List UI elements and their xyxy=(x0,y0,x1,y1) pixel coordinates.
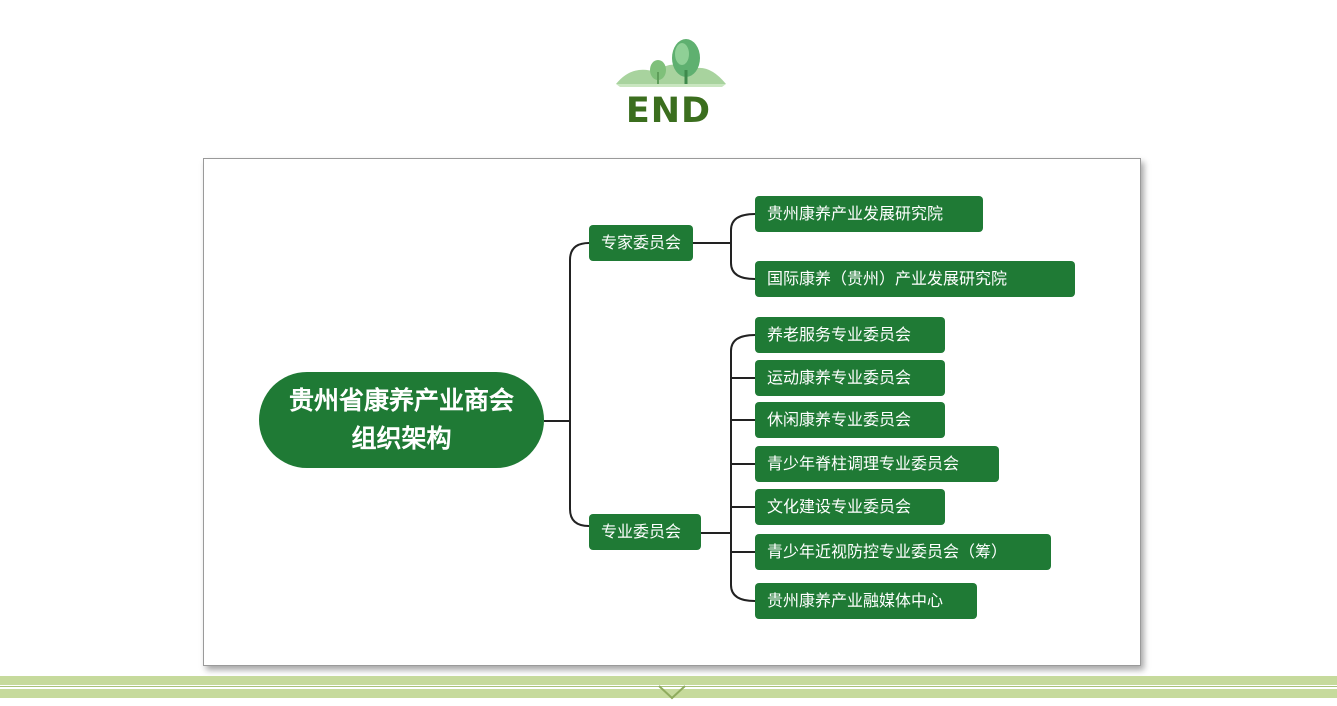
leaf-node: 休闲康养专业委员会 xyxy=(755,402,945,438)
root-line-1: 贵州省康养产业商会 xyxy=(288,386,514,415)
leaf-node: 贵州康养产业融媒体中心 xyxy=(755,583,977,619)
connector-lines xyxy=(544,213,756,602)
leaf-node: 养老服务专业委员会 xyxy=(755,317,945,353)
leaf-node: 青少年近视防控专业委员会（筹） xyxy=(755,534,1051,570)
leaf-node: 青少年脊柱调理专业委员会 xyxy=(755,446,999,482)
end-title: END xyxy=(625,91,712,131)
leaf-node: 文化建设专业委员会 xyxy=(755,489,945,525)
footer-band-divider xyxy=(0,686,1337,687)
branch-node-expert-committee: 专家委员会 xyxy=(589,225,693,261)
chevron-down-icon xyxy=(658,685,686,700)
leaf-node: 国际康养（贵州）产业发展研究院 xyxy=(755,261,1075,297)
root-line-2: 组织架构 xyxy=(351,424,452,453)
root-node: 贵州省康养产业商会 组织架构 xyxy=(259,372,544,468)
footer-band-top xyxy=(0,676,1337,685)
leaf-node: 运动康养专业委员会 xyxy=(755,360,945,396)
leaf-node: 贵州康养产业发展研究院 xyxy=(755,196,983,232)
branch-node-professional-committee: 专业委员会 xyxy=(589,514,701,550)
org-chart-card: 贵州省康养产业商会 组织架构 专家委员会 专业委员会 贵州康养产业发展研究院 国… xyxy=(203,158,1141,666)
tree-landscape-icon xyxy=(616,39,726,87)
